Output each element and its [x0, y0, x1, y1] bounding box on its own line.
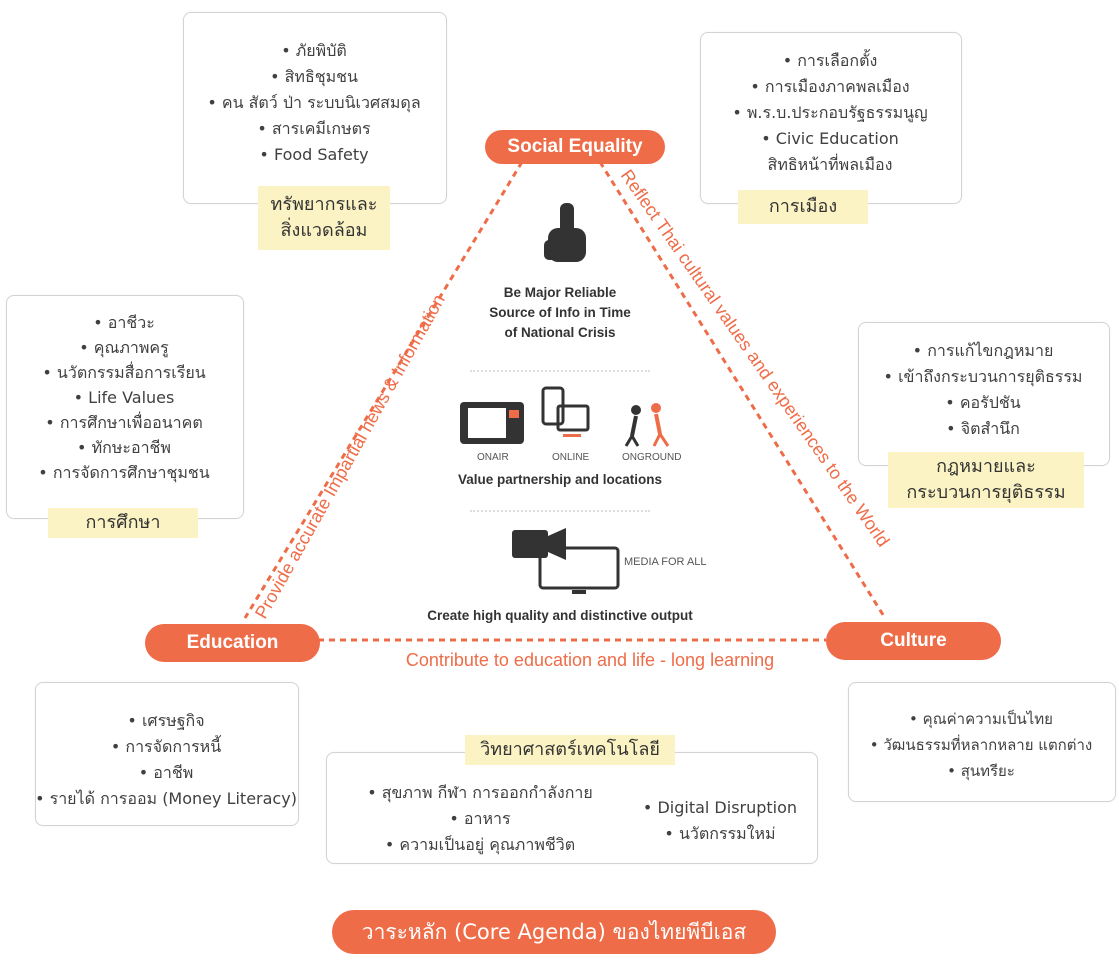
education-list: อาชีวะ คุณภาพครู นวัตกรรมสื่อการเรียน Li…	[6, 310, 242, 485]
list-item: ความเป็นอยู่ คุณภาพชีวิต	[340, 832, 620, 858]
list-item: รายได้ การออม (Money Literacy)	[0, 786, 332, 812]
media-for-all-label: MEDIA FOR ALL	[624, 556, 707, 568]
politics-label: การเมือง	[738, 190, 868, 224]
environment-label-line2: สิ่งแวดล้อม	[280, 220, 368, 241]
bottom-edge-text: Contribute to education and life - long …	[405, 650, 775, 670]
node-culture: Culture	[826, 622, 1001, 660]
list-item: การเลือกตั้ง	[700, 48, 960, 74]
politics-extra: สิทธิหน้าที่พลเมือง	[767, 155, 893, 174]
list-item: คุณค่าความเป็นไทย	[848, 706, 1114, 732]
mission-line-2: Source of Info in Time	[489, 305, 631, 320]
left-edge-text: Provide accurate Impartial news & Inform…	[251, 291, 449, 622]
politics-list: การเลือกตั้ง การเมืองภาคพลเมือง พ.ร.บ.ปร…	[700, 48, 960, 152]
list-item: การศึกษาเพื่ออนาคต	[6, 410, 242, 435]
environment-list: ภัยพิบัติ สิทธิชุมชน คน สัตว์ ป่า ระบบนิ…	[183, 38, 445, 168]
list-item: การแก้ไขกฎหมาย	[858, 338, 1108, 364]
list-item: สุนทรียะ	[848, 758, 1114, 784]
node-education: Education	[145, 624, 320, 662]
list-item: นวัตกรรมใหม่	[630, 821, 810, 847]
mission-line-3: of National Crisis	[504, 325, 616, 340]
left-edge-line	[243, 161, 524, 619]
list-item: อาหาร	[340, 806, 620, 832]
list-item: ภัยพิบัติ	[183, 38, 445, 64]
list-item: การเมืองภาคพลเมือง	[700, 74, 960, 100]
list-item: ทักษะอาชีพ	[6, 435, 242, 460]
partnership-text: Value partnership and locations	[457, 472, 663, 487]
list-item: Digital Disruption	[630, 795, 810, 821]
right-edge-line	[598, 161, 887, 619]
science-label: วิทยาศาสตร์เทคโนโลยี	[465, 735, 675, 765]
law-label: กฎหมายและ กระบวนการยุติธรรม	[888, 452, 1084, 508]
divider	[470, 510, 650, 512]
list-item: คอรัปชัน	[858, 390, 1108, 416]
list-item: จิตสำนึก	[858, 416, 1108, 442]
list-item: อาชีวะ	[6, 310, 242, 335]
economy-list: เศรษฐกิจ การจัดการหนี้ อาชีพ รายได้ การอ…	[0, 708, 332, 812]
list-item: การจัดการหนี้	[0, 734, 332, 760]
list-item: อาชีพ	[0, 760, 332, 786]
law-label-line1: กฎหมายและ	[936, 456, 1036, 477]
list-item: เข้าถึงกระบวนการยุติธรรม	[858, 364, 1108, 390]
mission-line-1: Be Major Reliable	[503, 285, 617, 300]
education-label: การศึกษา	[48, 508, 198, 538]
list-item: สารเคมีเกษตร	[183, 116, 445, 142]
environment-label-line1: ทรัพยากรและ	[270, 194, 378, 215]
environment-label: ทรัพยากรและ สิ่งแวดล้อม	[258, 186, 390, 250]
list-item: สิทธิชุมชน	[183, 64, 445, 90]
core-agenda-banner: วาระหลัก (Core Agenda) ของไทยพีบีเอส	[332, 910, 776, 954]
list-item: คุณภาพครู	[6, 335, 242, 360]
list-item: นวัตกรรมสื่อการเรียน	[6, 360, 242, 385]
culture-list: คุณค่าความเป็นไทย วัฒนธรรมที่หลากหลาย แต…	[848, 706, 1114, 784]
science-left-list: สุขภาพ กีฬา การออกกำลังกาย อาหาร ความเป็…	[340, 780, 620, 858]
list-item: พ.ร.บ.ประกอบรัฐธรรมนูญ	[700, 100, 960, 126]
law-list: การแก้ไขกฎหมาย เข้าถึงกระบวนการยุติธรรม …	[858, 338, 1108, 442]
output-text: Create high quality and distinctive outp…	[427, 608, 693, 623]
science-right-list: Digital Disruption นวัตกรรมใหม่	[630, 795, 810, 847]
online-label: ONLINE	[552, 452, 590, 463]
list-item: Food Safety	[183, 142, 445, 168]
law-label-line2: กระบวนการยุติธรรม	[906, 482, 1066, 503]
mission-text: Be Major Reliable Source of Info in Time…	[460, 283, 660, 343]
list-item: เศรษฐกิจ	[0, 708, 332, 734]
onair-label: ONAIR	[477, 452, 509, 463]
list-item: การจัดการศึกษาชุมชน	[6, 460, 242, 485]
list-item: Civic Education	[700, 126, 960, 152]
node-social-equality: Social Equality	[485, 130, 665, 164]
list-item: วัฒนธรรมที่หลากหลาย แตกต่าง	[848, 732, 1114, 758]
list-item: คน สัตว์ ป่า ระบบนิเวศสมดุล	[183, 90, 445, 116]
list-item: Life Values	[6, 385, 242, 410]
onground-label: ONGROUND	[622, 452, 682, 463]
list-item: สุขภาพ กีฬา การออกกำลังกาย	[340, 780, 620, 806]
divider	[470, 370, 650, 372]
